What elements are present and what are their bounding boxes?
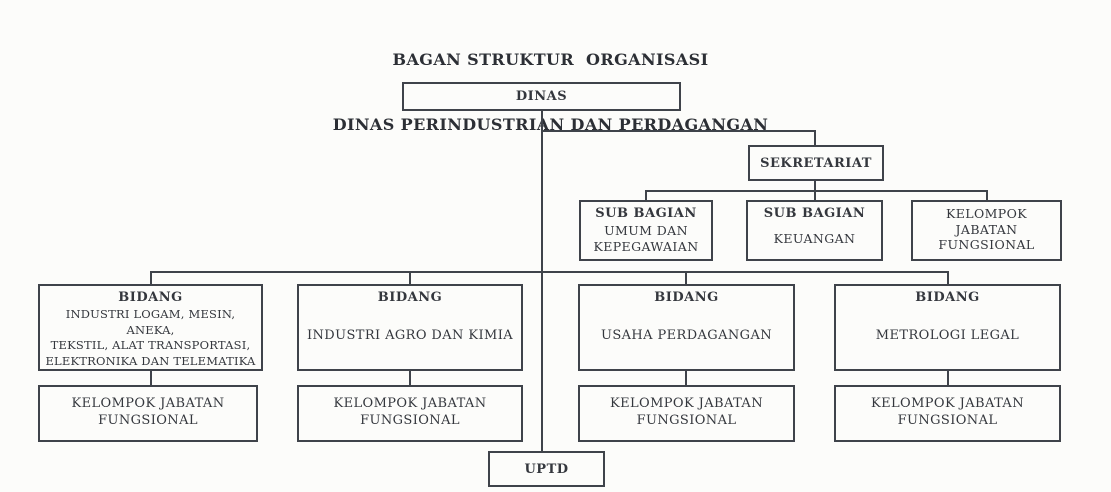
connector-drop-bidang-3 [685, 271, 687, 284]
box-uptd-label: UPTD [524, 461, 569, 477]
connector-drop-bidang-4 [947, 271, 949, 284]
box-sub-bagian-umum-header: SUB BAGIAN [595, 206, 697, 221]
page-title: BAGAN STRUKTUR ORGANISASI DINAS PERINDUS… [0, 6, 1101, 179]
box-bidang-industri-agro-header: BIDANG [377, 290, 443, 305]
box-sekretariat-label: SEKRETARIAT [760, 155, 872, 171]
box-kjf-4: KELOMPOK JABATAN FUNGSIONAL [834, 385, 1061, 442]
box-sub-bagian-umum: SUB BAGIAN UMUM DAN KEPEGAWAIAN [579, 200, 713, 261]
box-sub-bagian-keuangan-header: SUB BAGIAN [763, 206, 866, 221]
box-sekretariat: SEKRETARIAT [748, 145, 884, 181]
box-dinas: DINAS [402, 82, 681, 111]
box-bidang-metrologi-legal: BIDANG METROLOGI LEGAL [834, 284, 1061, 371]
box-kjf-1: KELOMPOK JABATAN FUNGSIONAL [38, 385, 258, 442]
connector-drop-sub-bagian-umum [645, 190, 647, 200]
box-sub-bagian-keuangan: SUB BAGIAN KEUANGAN [746, 200, 883, 261]
title-line-2: DINAS PERINDUSTRIAN DAN PERDAGANGAN [332, 114, 769, 134]
box-bidang-usaha-perdagangan-header: BIDANG [654, 290, 719, 305]
box-kjf-1-body: KELOMPOK JABATAN FUNGSIONAL [71, 395, 225, 428]
box-kjf-2: KELOMPOK JABATAN FUNGSIONAL [297, 385, 523, 442]
box-bidang-industri-logam: BIDANG INDUSTRI LOGAM, MESIN, ANEKA, TEK… [38, 284, 263, 371]
connector-bidang-row-h [150, 271, 949, 273]
connector-stem-kjf-1 [150, 370, 152, 385]
connector-stem-kjf-3 [685, 370, 687, 385]
box-bidang-usaha-perdagangan: BIDANG USAHA PERDAGANGAN [578, 284, 795, 371]
box-kjf-4-body: KELOMPOK JABATAN FUNGSIONAL [870, 395, 1024, 428]
box-bidang-industri-logam-body: INDUSTRI LOGAM, MESIN, ANEKA, TEKSTIL, A… [45, 307, 256, 368]
box-sub-bagian-keuangan-body: KEUANGAN [773, 230, 856, 246]
box-uptd: UPTD [488, 451, 605, 487]
connector-drop-bidang-2 [409, 271, 411, 284]
title-line-1: BAGAN STRUKTUR ORGANISASI [392, 50, 709, 70]
connector-sekretariat-children-h [645, 190, 988, 192]
connector-drop-bidang-1 [150, 271, 152, 284]
box-kelompok-jabatan-fungsional-sekretariat: KELOMPOK JABATAN FUNGSIONAL [911, 200, 1062, 261]
box-bidang-usaha-perdagangan-body: USAHA PERDAGANGAN [600, 327, 773, 343]
connector-drop-kelompok-sekretariat [986, 190, 988, 200]
box-bidang-industri-agro: BIDANG INDUSTRI AGRO DAN KIMIA [297, 284, 523, 371]
connector-sekretariat-branch-h [541, 130, 816, 132]
connector-stem-kjf-4 [947, 370, 949, 385]
connector-sekretariat-branch-v [814, 130, 816, 145]
connector-stem-kjf-2 [409, 370, 411, 385]
box-bidang-metrologi-legal-header: BIDANG [915, 290, 980, 305]
box-sub-bagian-umum-body: UMUM DAN KEPEGAWAIAN [593, 223, 699, 255]
box-bidang-industri-logam-header: BIDANG [118, 290, 183, 305]
connector-trunk [541, 111, 543, 452]
box-kjf-3-body: KELOMPOK JABATAN FUNGSIONAL [609, 395, 763, 428]
box-kjf-2-body: KELOMPOK JABATAN FUNGSIONAL [333, 395, 487, 428]
box-bidang-metrologi-legal-body: METROLOGI LEGAL [875, 327, 1020, 343]
box-kelompok-sekretariat-body: KELOMPOK JABATAN FUNGSIONAL [938, 206, 1035, 253]
box-bidang-industri-agro-body: INDUSTRI AGRO DAN KIMIA [306, 327, 514, 343]
box-kjf-3: KELOMPOK JABATAN FUNGSIONAL [578, 385, 795, 442]
box-dinas-label: DINAS [515, 89, 568, 104]
